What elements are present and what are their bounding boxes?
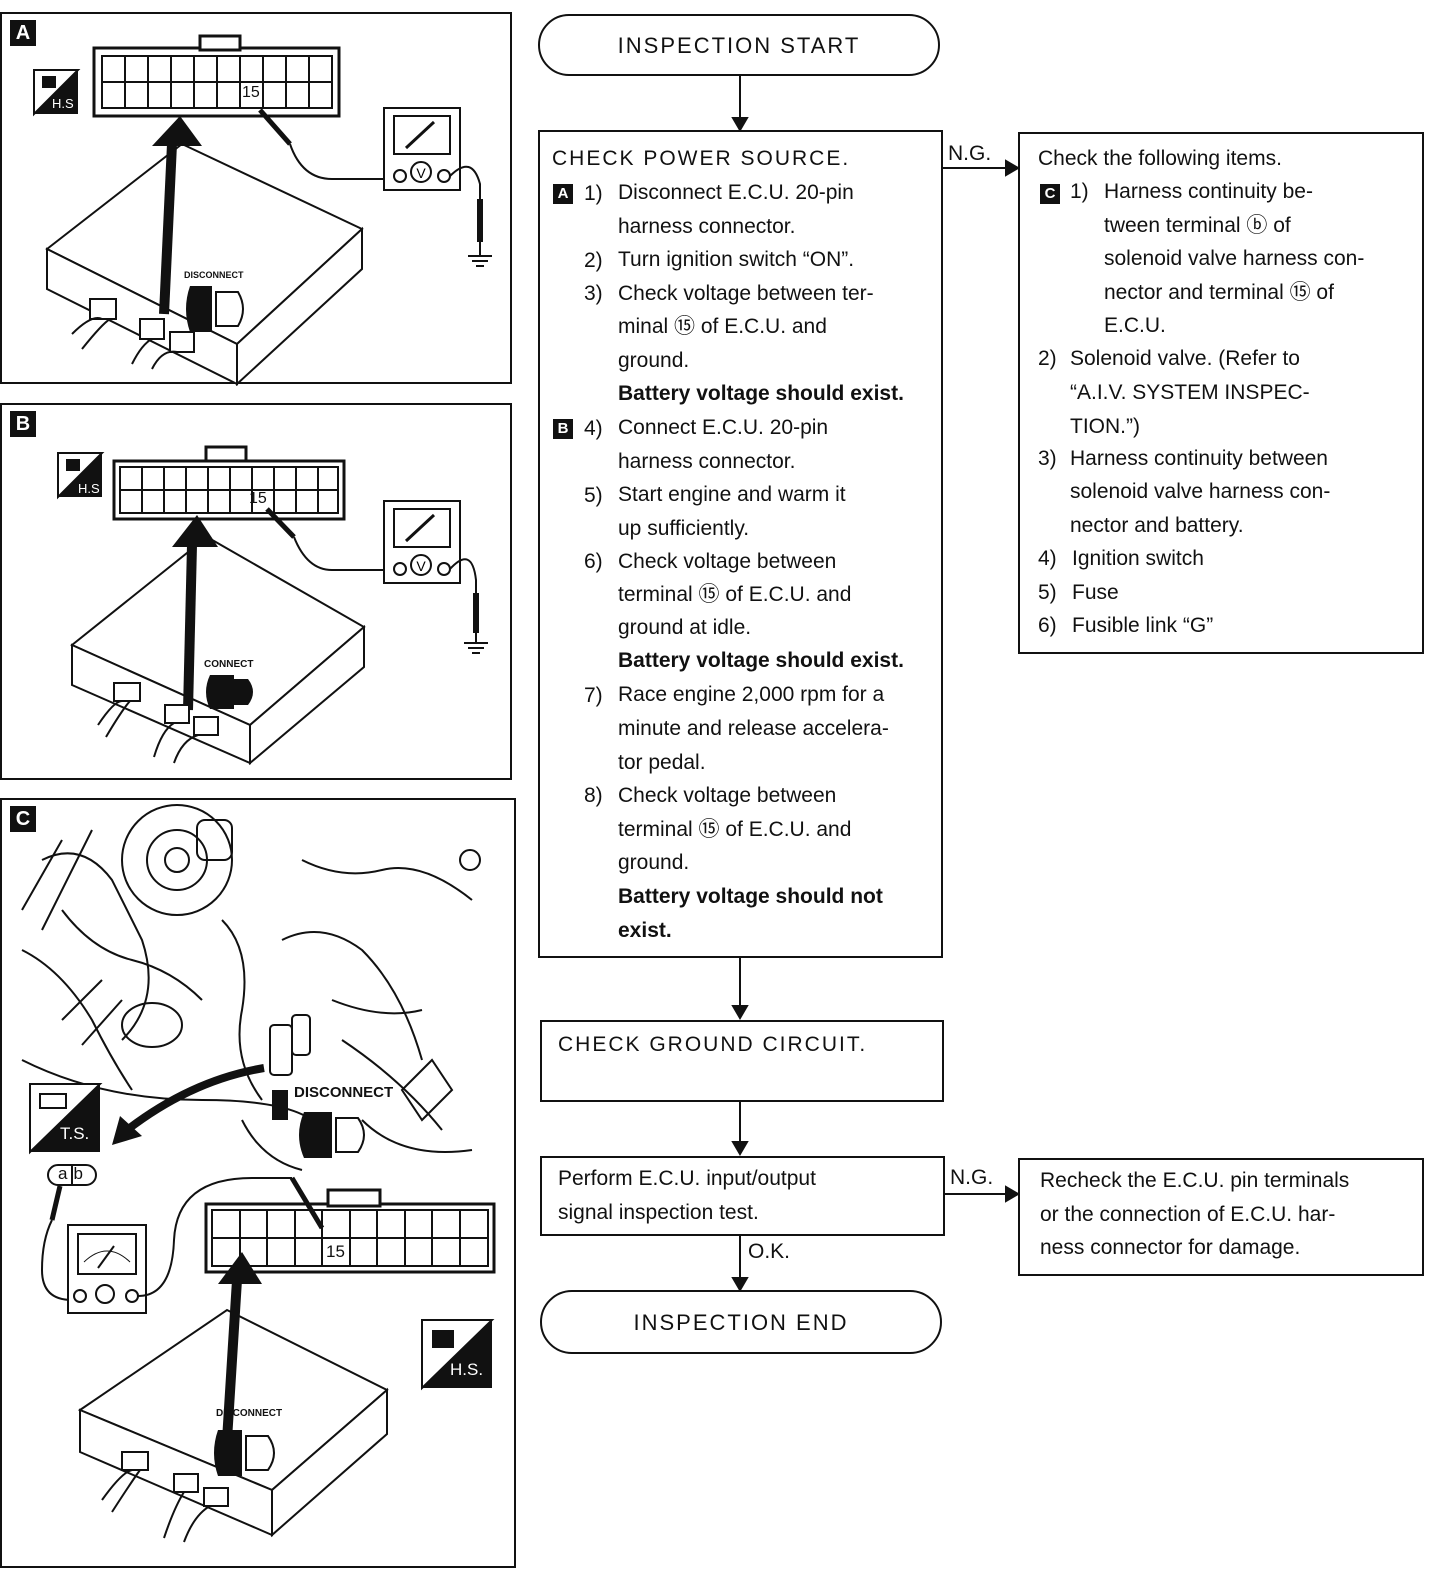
check-items-box: Check the following items. C 1) 2) 3) 4)… (1018, 132, 1424, 654)
power-line: Start engine and warm it (618, 483, 846, 506)
power-line: Turn ignition switch “ON”. (618, 248, 855, 271)
power-title: CHECK POWER SOURCE. (552, 147, 851, 170)
ng-label-perform: N.G. (950, 1166, 994, 1189)
power-line: terminal ⑮ of E.C.U. and (618, 583, 852, 606)
panel-c-harness-state: DISCONNECT (294, 1084, 394, 1101)
check-item-line: Harness continuity between (1070, 447, 1328, 470)
power-line: Check voltage between ter- (618, 282, 874, 305)
power-step-num: 6) (584, 550, 603, 573)
recheck-box: Recheck the E.C.U. pin terminals or the … (1018, 1158, 1424, 1276)
panel-c-ecu-state: DISCONNECT (216, 1408, 283, 1419)
inspection-end-label: INSPECTION END (633, 1310, 849, 1335)
recheck-line: or the connection of E.C.U. har- (1040, 1203, 1336, 1226)
perform-ecu-test-box: Perform E.C.U. input/output signal inspe… (540, 1156, 945, 1236)
power-line: tor pedal. (618, 751, 706, 774)
check-item-num: 6) (1038, 614, 1057, 637)
inspection-end-terminal: INSPECTION END (540, 1290, 942, 1354)
check-item-line: Harness continuity be- (1104, 180, 1313, 203)
panel-a-connector-state: DISCONNECT (184, 270, 244, 280)
check-item-line: Solenoid valve. (Refer to (1070, 347, 1300, 370)
power-tag-b: B (553, 419, 573, 439)
check-item-num: 2) (1038, 347, 1057, 370)
check-item-line: nector and battery. (1070, 514, 1244, 537)
power-line: minute and release accelera- (618, 717, 889, 740)
power-line: Race engine 2,000 rpm for a (618, 683, 885, 706)
power-line: Check voltage between (618, 550, 837, 573)
inspection-start-terminal: INSPECTION START (538, 14, 940, 76)
panel-c-illustration (21, 804, 496, 1543)
power-line: ground. (618, 349, 690, 372)
panel-c-ts-badge: T.S. (60, 1124, 90, 1143)
power-step-num: 7) (584, 684, 603, 707)
power-step-num: 4) (584, 417, 603, 440)
power-line: Battery voltage should exist. (618, 649, 904, 672)
panel-c-hs-badge: H.S. (450, 1360, 484, 1379)
check-item-line: tween terminal ⓑ of (1104, 214, 1291, 237)
ok-label: O.K. (748, 1240, 791, 1263)
power-line: ground at idle. (618, 616, 752, 639)
check-item-num: 4) (1038, 547, 1057, 570)
panel-c-terminals-label: ab (58, 1164, 89, 1183)
panel-b: B V (0, 403, 512, 780)
check-item-line: Fuse (1072, 581, 1119, 604)
check-item-num: 1) (1070, 180, 1089, 203)
power-line: Connect E.C.U. 20-pin (618, 416, 829, 439)
power-line: minal ⑮ of E.C.U. and (618, 315, 827, 338)
power-line: Check voltage between (618, 784, 837, 807)
power-step-num: 1) (584, 182, 603, 205)
panel-b-badge: H.S (78, 481, 100, 496)
panel-a-label: A (10, 20, 36, 46)
check-power-source-box: CHECK POWER SOURCE. A B 1) 2) 3) 4) 5) 6… (538, 130, 943, 958)
check-item-line: solenoid valve harness con- (1070, 480, 1331, 503)
power-step-num: 8) (584, 784, 603, 807)
ground-title: CHECK GROUND CIRCUIT. (558, 1033, 868, 1056)
check-item-line: Ignition switch (1072, 547, 1204, 570)
check-item-line: “A.I.V. SYSTEM INSPEC- (1070, 381, 1310, 404)
perform-line: signal inspection test. (558, 1201, 759, 1224)
panel-c-label: C (10, 806, 36, 832)
check-item-line: solenoid valve harness con- (1104, 247, 1365, 270)
panel-a-badge: H.S (52, 96, 74, 111)
power-line: harness connector. (618, 215, 796, 238)
inspection-start-label: INSPECTION START (617, 33, 861, 58)
perform-line: Perform E.C.U. input/output (558, 1167, 816, 1190)
check-item-line: Fusible link “G” (1072, 614, 1214, 637)
power-line: ground. (618, 851, 690, 874)
check-item-num: 3) (1038, 447, 1057, 470)
panel-c-pin-label: 15 (326, 1242, 345, 1261)
recheck-line: ness connector for damage. (1040, 1236, 1301, 1259)
power-step-num: 5) (584, 484, 603, 507)
power-line: Battery voltage should exist. (618, 382, 904, 405)
check-item-line: TION.”) (1070, 415, 1140, 438)
power-step-num: 3) (584, 282, 603, 305)
check-items-tag-c: C (1040, 184, 1060, 204)
check-item-line: nector and terminal ⑮ of (1104, 281, 1334, 304)
panel-a: A V (0, 12, 512, 386)
panel-b-illustration: V (57, 445, 488, 766)
power-line: harness connector. (618, 450, 796, 473)
panel-b-label: B (10, 411, 36, 437)
power-line: Battery voltage should not (618, 885, 883, 908)
check-item-num: 5) (1038, 581, 1057, 604)
power-line: terminal ⑮ of E.C.U. and (618, 818, 852, 841)
panel-a-illustration: V (33, 34, 492, 386)
panel-b-connector-state: CONNECT (204, 659, 254, 670)
panel-c: C (0, 798, 516, 1568)
check-ground-circuit-box: CHECK GROUND CIRCUIT. (540, 1020, 944, 1102)
svg-text:V: V (416, 558, 426, 574)
recheck-line: Recheck the E.C.U. pin terminals (1040, 1169, 1350, 1192)
panel-a-pin-label: 15 (242, 84, 260, 101)
check-items-title: Check the following items. (1038, 147, 1282, 170)
check-item-line: E.C.U. (1104, 314, 1166, 337)
power-line: exist. (618, 919, 672, 942)
ng-label-power: N.G. (948, 142, 992, 165)
power-line: up sufficiently. (618, 517, 750, 540)
panel-b-pin-label: 15 (249, 490, 267, 507)
svg-text:V: V (416, 165, 426, 181)
power-line: Disconnect E.C.U. 20-pin (618, 181, 854, 204)
power-step-num: 2) (584, 249, 603, 272)
power-tag-a: A (553, 184, 573, 204)
